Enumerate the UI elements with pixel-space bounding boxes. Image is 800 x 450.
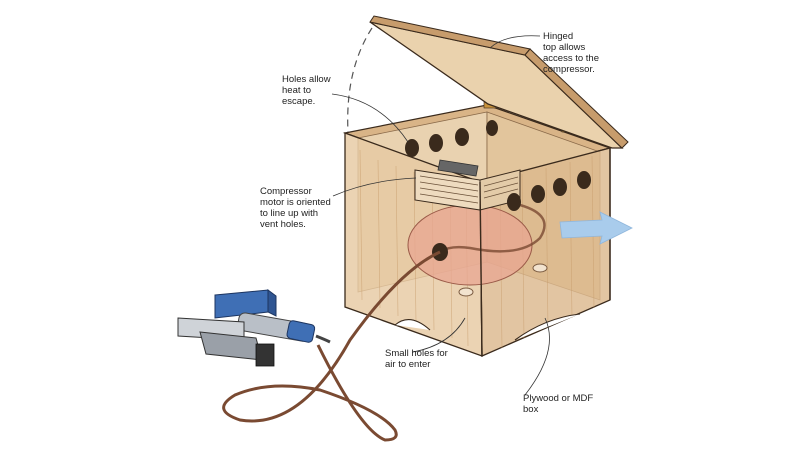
leader-holes-heat [331,93,409,143]
front-bottom-cutout [394,319,431,331]
tank-foot-left [458,287,474,297]
callout-small-holes: Small holes for air to enter [385,348,448,370]
side-hole-3 [553,178,567,196]
internal-hose [439,203,546,254]
back-hole-2 [429,134,443,152]
callout-holes-heat: Holes allow heat to escape. [282,74,331,107]
side-bottom-cutout [514,313,581,341]
leader-box [524,317,550,396]
callout-motor: Compressor motor is oriented to line up … [260,186,331,230]
air-hose [222,250,441,442]
callout-box: Plywood or MDF box [523,393,594,415]
leader-small-holes [412,317,466,353]
side-hole-1 [507,193,521,211]
leader-motor [332,177,417,197]
leader-hinged-top [489,35,541,49]
side-hole-4 [577,171,591,189]
back-hole-1 [405,139,419,157]
callout-leaders [331,35,550,396]
side-hole-2 [531,185,545,203]
back-hole-3 [455,128,469,146]
compressor-tank [407,204,533,286]
lid-swing-arc [347,27,373,133]
callout-hinged-top: Hinged top allows access to the compress… [543,31,599,75]
side-vent-holes [507,171,591,211]
airflow-arrow-icon [559,211,633,245]
back-hole-4 [486,120,498,136]
compressor-motor [414,159,521,211]
nail-gun-icon [177,289,331,367]
tank-foot-right [532,263,548,273]
box-front-corner-edge [479,181,483,357]
hinged-lid-side-edge [524,48,629,149]
back-wall-holes [405,120,498,157]
